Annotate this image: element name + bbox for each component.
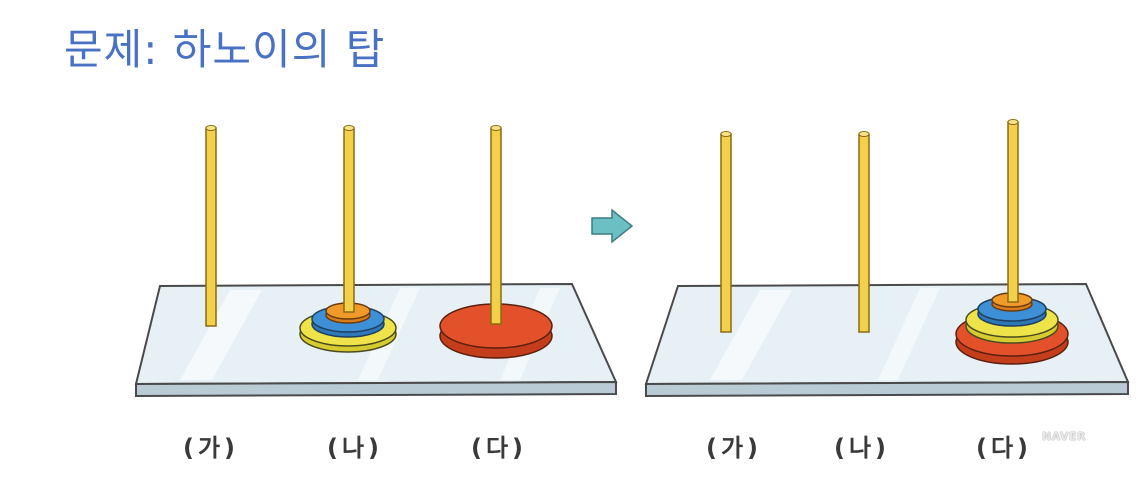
arrow-right-icon [591,208,634,244]
naver-watermark: NAVER [1042,430,1086,443]
right-label-na: (나) [834,434,891,462]
left-stack-da [439,125,553,359]
page-title: 문제: 하노이의 탑 [64,25,386,74]
right-peg-ga [720,131,732,333]
left-stack-na [299,125,397,353]
right-peg-na [858,131,870,333]
left-label-ga: (가) [183,434,240,462]
right-stack-da [955,119,1069,365]
left-peg-ga [205,125,217,327]
right-label-da: (다) [976,434,1033,462]
right-label-ga: (가) [706,434,763,462]
left-label-da: (다) [471,434,528,462]
left-label-na: (나) [327,434,384,462]
